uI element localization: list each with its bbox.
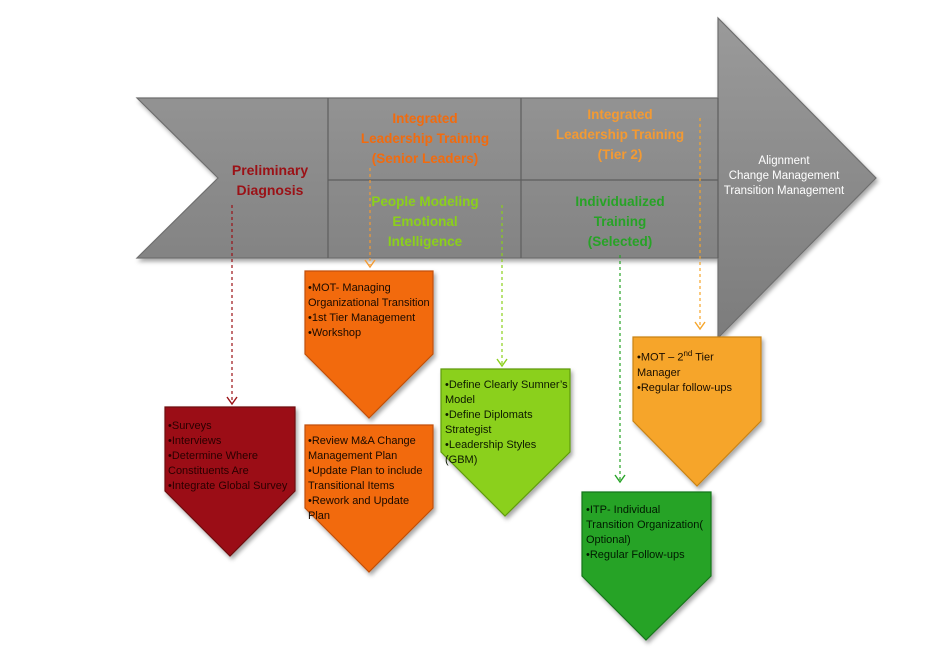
box-review-text: •Review M&A Change Management Plan •Upda… — [308, 434, 432, 524]
stage-label-line: People Modeling — [371, 194, 479, 209]
list-item-prefix: •MOT – 2 — [637, 351, 684, 364]
connector-itp-arrowhead — [614, 474, 626, 484]
list-item: •Rework and Update Plan — [308, 495, 410, 522]
box-itp-shape — [581, 491, 712, 641]
box-itp-text: •ITP- Individual Transition Organization… — [586, 503, 708, 563]
box-people-text: •Define Clearly Sumner’s Model •Define D… — [445, 378, 569, 468]
list-item: •Review M&A Change Management Plan — [308, 435, 416, 462]
connector-diagnosis-arrowhead — [226, 396, 238, 406]
stage-preliminary-diagnosis: Preliminary Diagnosis — [210, 160, 330, 200]
stage-label-line: Emotional — [392, 214, 458, 229]
stage-individualized-training: Individualized Training (Selected) — [524, 192, 716, 252]
outcome-label: Transition Management — [723, 185, 845, 197]
list-item: •Regular follow-ups — [637, 381, 732, 394]
list-item: •Regular Follow-ups — [586, 549, 685, 561]
box-mot-shape — [304, 270, 434, 419]
stage-label-line: Leadership Training — [555, 127, 685, 142]
list-item: •Interviews — [168, 435, 222, 447]
stage-integrated-leadership-tier2: Integrated Leadership Training (Tier 2) — [524, 105, 716, 165]
list-item: •Surveys — [168, 420, 212, 432]
box-people-shape — [440, 368, 571, 517]
box-mot-text: •MOT- Managing Organizational Transition… — [308, 281, 432, 341]
stage-label-line: (Selected) — [587, 234, 653, 249]
connector-mot-arrowhead — [364, 259, 376, 269]
list-item-suffix: Tier Manager — [637, 351, 714, 379]
list-item: •1st Tier Management — [308, 312, 416, 324]
box-review-shape — [304, 424, 434, 573]
list-item: •Define Diplomats Strategist — [445, 409, 533, 436]
stage-label-line: Intelligence — [387, 234, 463, 249]
stage-label-line: Diagnosis — [236, 182, 304, 198]
arrow-head-outcomes: Alignment Change Management Transition M… — [720, 154, 848, 199]
stage-label-line: (Senior Leaders) — [371, 151, 479, 166]
stage-label-line: Training — [593, 214, 647, 229]
list-item: •Leadership Styles (GBM) — [445, 439, 537, 466]
stage-people-modeling: People Modeling Emotional Intelligence — [330, 192, 520, 252]
stage-label-line: Integrated — [392, 111, 458, 126]
list-item: •Define Clearly Sumner’s Model — [445, 379, 568, 406]
connector-mot2-arrowhead — [694, 321, 706, 331]
stage-label-line: Integrated — [587, 107, 653, 122]
box-diagnosis-shape — [164, 406, 296, 557]
list-item: •Update Plan to include Transitional Ite… — [308, 465, 423, 492]
list-item: •Determine Where Constituents Are — [168, 450, 259, 477]
connector-people-arrowhead — [496, 358, 508, 368]
box-diagnosis-text: •Surveys •Interviews •Determine Where Co… — [168, 419, 294, 494]
list-item: •Workshop — [308, 327, 362, 339]
stage-label-line: Individualized — [575, 194, 665, 209]
stage-integrated-leadership-senior: Integrated Leadership Training (Senior L… — [330, 109, 520, 169]
outcome-label: Alignment — [758, 155, 810, 167]
list-item: •Integrate Global Survey — [168, 480, 288, 492]
box-mot2-text: •MOT – 2nd Tier Manager •Regular follow-… — [637, 346, 759, 396]
stage-label-line: Leadership Training — [360, 131, 490, 146]
list-item: •MOT- Managing Organizational Transition — [308, 282, 430, 309]
list-item: •MOT – 2nd Tier Manager — [637, 346, 759, 381]
outcome-label: Change Management — [728, 170, 840, 182]
list-item-superscript: nd — [683, 349, 693, 358]
box-mot2-shape — [632, 336, 762, 487]
stage-label-line: Preliminary — [231, 162, 309, 178]
stage-label-line: (Tier 2) — [597, 147, 643, 162]
list-item: •ITP- Individual Transition Organization… — [586, 504, 703, 546]
